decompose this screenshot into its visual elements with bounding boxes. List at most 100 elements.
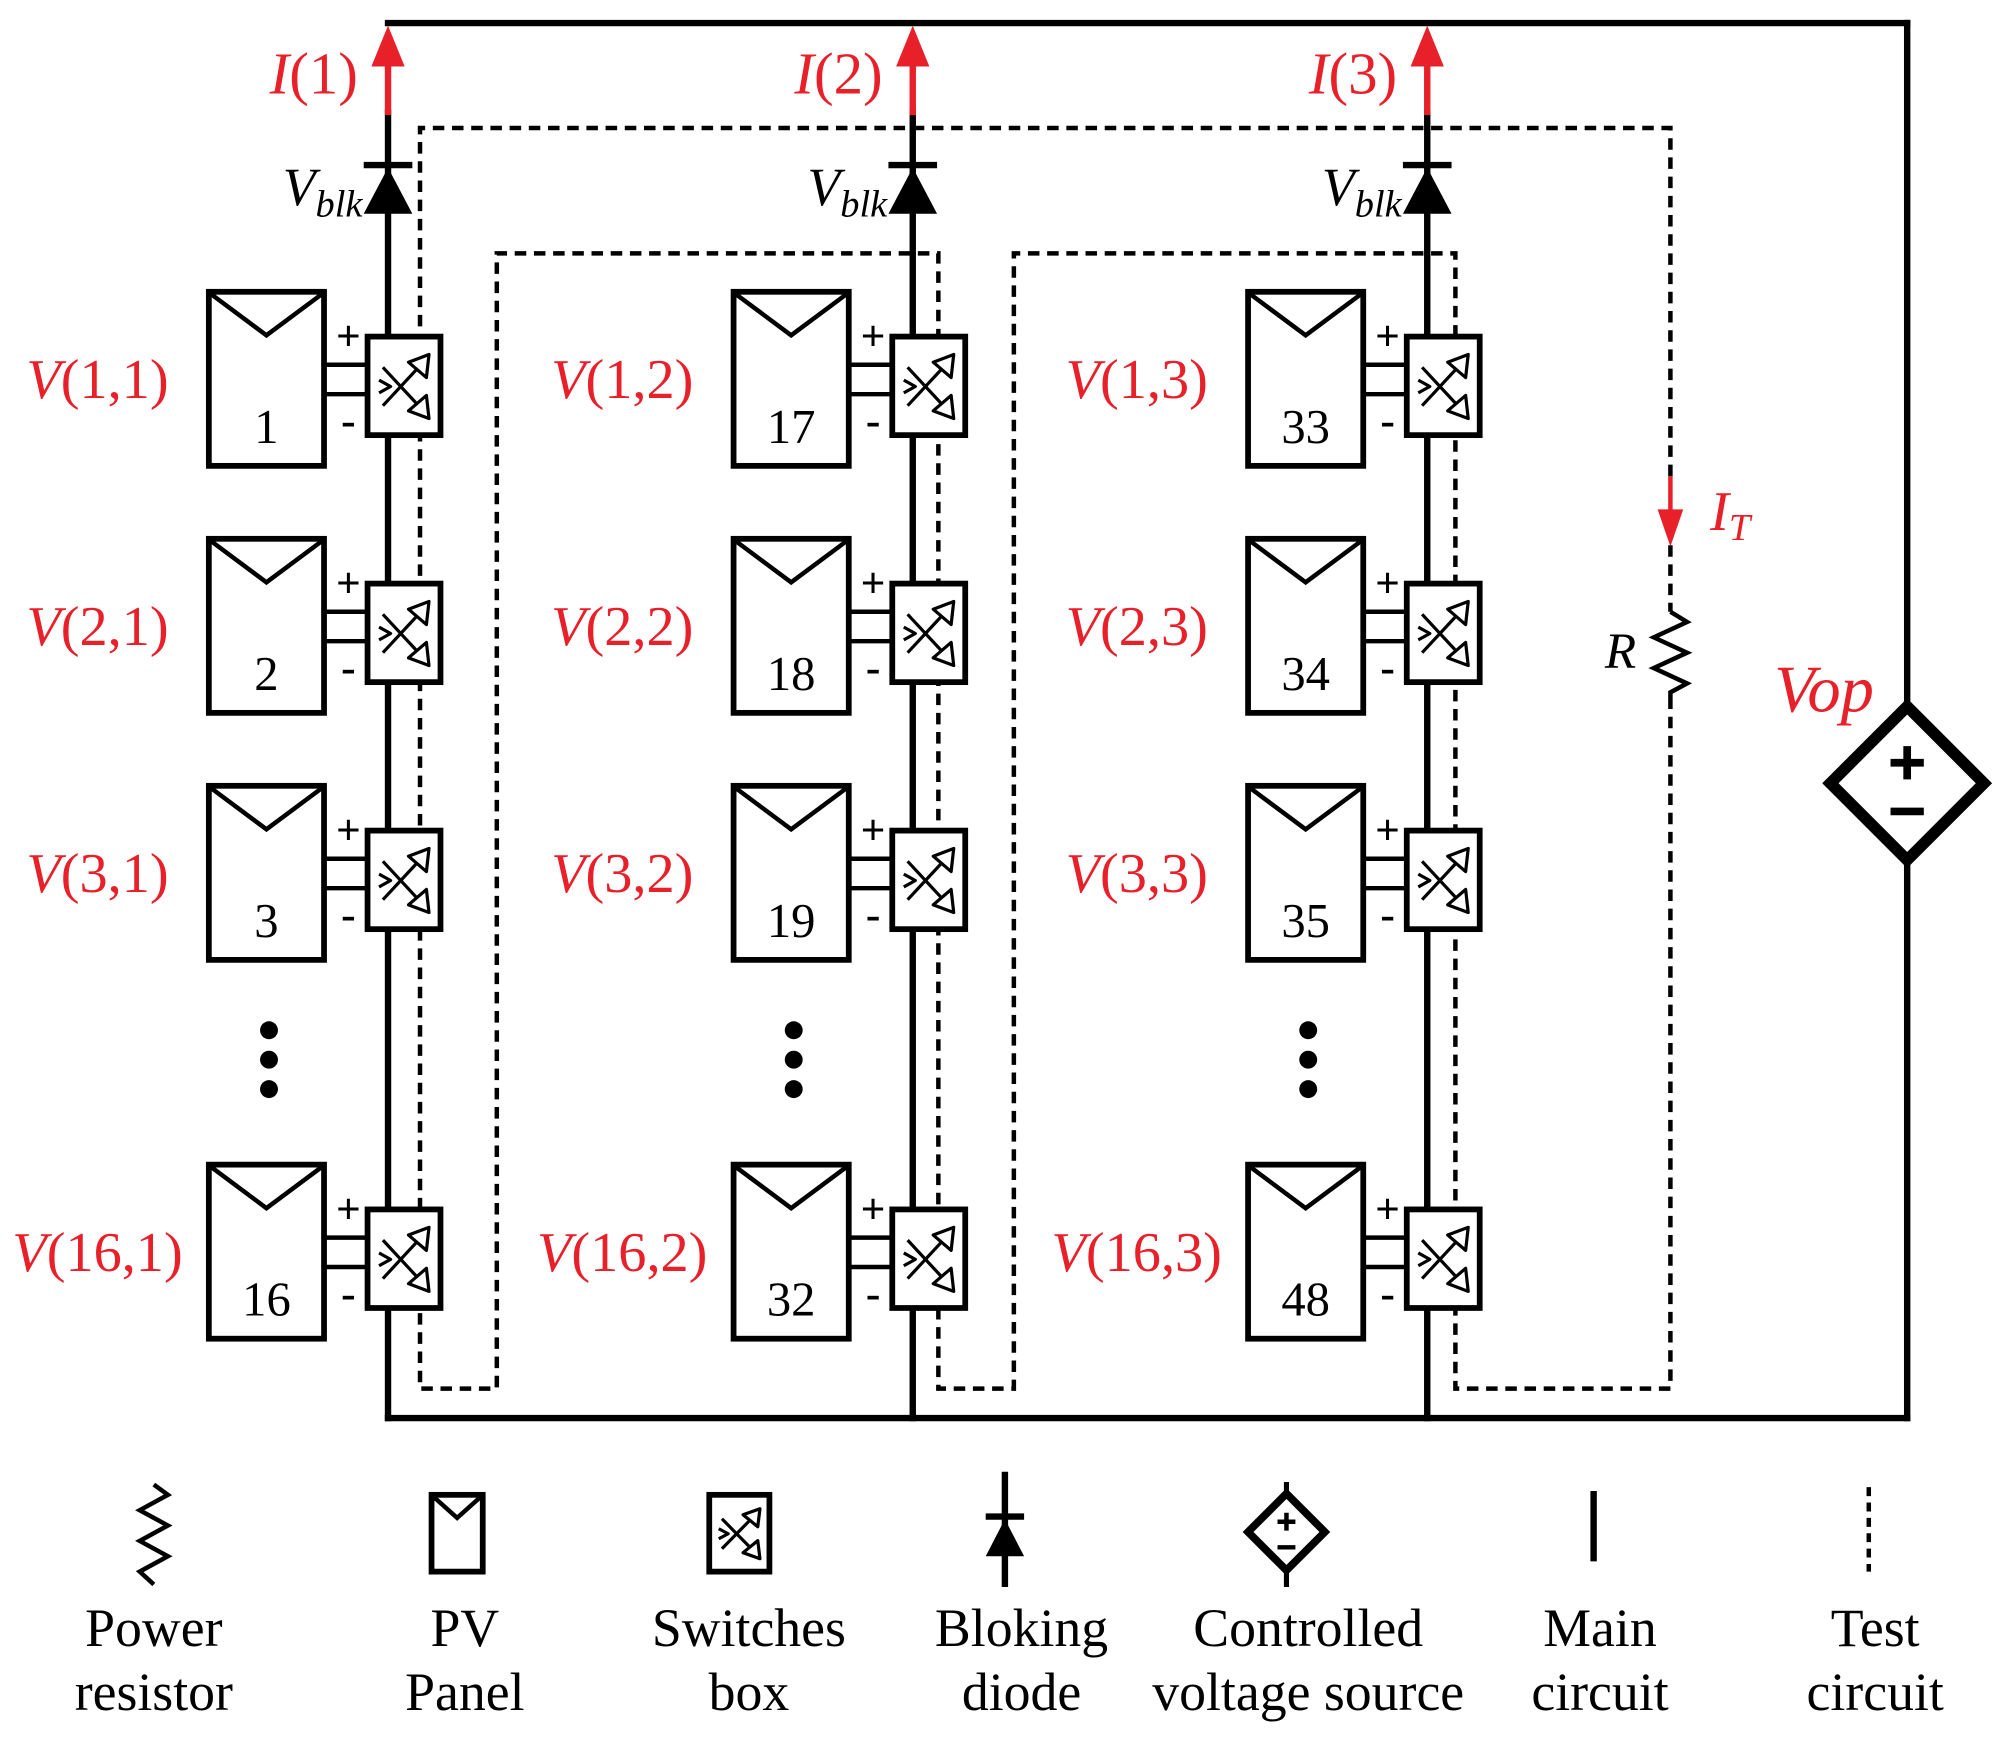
switch-contact: [717, 1527, 730, 1541]
switches-box-frame: [364, 333, 444, 439]
module-voltage-label: V(2,3): [1066, 596, 1208, 658]
switch-symbol: [1417, 1225, 1470, 1293]
power-resistor-icon: [135, 1482, 173, 1587]
pv-panel-frame: [730, 288, 852, 469]
pv-module: 1+-V(1,1): [26, 288, 444, 469]
ellipsis-dot: [1299, 1021, 1318, 1040]
pv-panel-notch: [734, 539, 848, 586]
main-circuit: [384, 19, 1911, 1422]
panel-number: 1: [254, 400, 278, 454]
string-current-arrow: [1410, 25, 1444, 116]
terminal-minus: -: [1380, 397, 1395, 445]
legend-item-blocking-diode: Bloking diode: [935, 1471, 1108, 1722]
switches-box-frame: [1403, 333, 1483, 439]
switch-path-down: [381, 613, 418, 652]
switch-head-down: [406, 640, 431, 668]
pv-string-3: I(3)Vblk33+-V(1,3)34+-V(2,3)35+-V(3,3)48…: [1052, 25, 1483, 1422]
pv-panel-frame: [205, 782, 327, 963]
test-current-subscript: T: [1729, 507, 1753, 549]
pv-module: 33+-V(1,3): [1066, 288, 1483, 469]
blocking-diode-icon: [985, 1471, 1025, 1587]
switch-path-down: [906, 613, 943, 652]
switch-contact: [1417, 1251, 1432, 1268]
switch-path-down: [906, 860, 943, 899]
test-current-label: IT: [1709, 481, 1753, 549]
switch-path-up: [1420, 862, 1457, 901]
pv-panel-frame: [1245, 782, 1367, 963]
switch-path-up: [381, 1241, 418, 1280]
blocking-voltage-symbol: V: [807, 157, 845, 217]
current-index: (3): [1328, 41, 1397, 106]
more-modules-ellipsis: [784, 1021, 803, 1099]
terminal-plus: +: [336, 313, 361, 361]
pv-panel-frame: [205, 1161, 327, 1342]
terminal-plus: +: [1375, 313, 1400, 361]
switch-path-down: [1420, 1239, 1457, 1278]
voltage-symbol: V: [537, 1222, 577, 1284]
switch-symbol: [1417, 846, 1470, 915]
current-index: (1): [289, 41, 358, 106]
switches-box: [364, 580, 444, 686]
pv-panel-notch: [1249, 539, 1363, 586]
voltage-index: (2,1): [61, 596, 169, 658]
ellipsis-dot: [784, 1050, 803, 1069]
pv-panel: 17: [730, 288, 852, 469]
switch-head-up: [406, 846, 431, 874]
switches-box: [889, 580, 969, 686]
pv-panel-frame: [205, 288, 327, 469]
voltage-symbol: V: [12, 1222, 52, 1284]
legend-label: circuit: [1531, 1662, 1668, 1722]
pv-panel-notch: [1249, 292, 1363, 339]
power-resistor: [1648, 609, 1693, 698]
switch-path-up: [381, 615, 418, 654]
pv-panel-notch: [210, 292, 323, 339]
switches-box-frame: [364, 827, 444, 933]
legend-label: PV: [430, 1598, 499, 1658]
switches-box-frame: [889, 580, 969, 686]
terminal-minus: -: [1380, 1270, 1395, 1318]
string-current-label: I(1): [269, 41, 358, 106]
panel-number: 18: [767, 647, 816, 701]
switch-path-down: [381, 366, 418, 405]
terminal-plus: +: [861, 807, 886, 855]
string-current-label: I(3): [1308, 41, 1397, 106]
switch-head-up: [931, 352, 956, 380]
pv-panel: 34: [1245, 535, 1367, 716]
blocking-diode-icon-triangle: [985, 1519, 1025, 1557]
legend-label: Main: [1543, 1598, 1657, 1658]
panel-number: 16: [242, 1273, 291, 1327]
switches-box-frame: [889, 333, 969, 439]
panel-number: 33: [1281, 400, 1330, 454]
switch-symbol: [378, 352, 431, 421]
blocking-diode-triangle: [1402, 167, 1452, 214]
switch-head-up: [406, 352, 431, 380]
voltage-index: (3,1): [61, 843, 169, 905]
resistor-label: R: [1604, 623, 1636, 680]
blocking-diode-triangle: [888, 167, 938, 214]
terminal-plus: +: [861, 560, 886, 608]
legend-label: Test: [1831, 1598, 1920, 1658]
switches-box-frame: [1403, 827, 1483, 933]
switch-path-down: [381, 860, 418, 899]
source-voltage-label: Vop: [1774, 654, 1874, 727]
legend-label: Bloking: [935, 1598, 1108, 1658]
terminal-plus: +: [336, 1186, 361, 1234]
terminal-plus: +: [1375, 807, 1400, 855]
switches-box: [1403, 1206, 1483, 1311]
switches-box-frame: [364, 1206, 444, 1311]
pv-panel-frame: [730, 782, 852, 963]
switches-box: [1403, 333, 1483, 439]
blocking-voltage-symbol: V: [1322, 157, 1360, 217]
switches-box: [364, 1206, 444, 1311]
switches-box: [1403, 580, 1483, 686]
blocking-diode-triangle: [363, 167, 413, 214]
switch-path-up: [1420, 615, 1457, 654]
voltage-index: (16,1): [47, 1222, 183, 1284]
legend-item-main-circuit: Main circuit: [1531, 1490, 1669, 1722]
voltage-symbol: V: [551, 843, 591, 905]
switch-head-down: [931, 1266, 956, 1293]
switch-contact: [378, 625, 393, 642]
module-voltage-label: V(1,1): [26, 349, 168, 411]
switch-symbol: [903, 1225, 956, 1293]
terminal-plus: +: [336, 807, 361, 855]
